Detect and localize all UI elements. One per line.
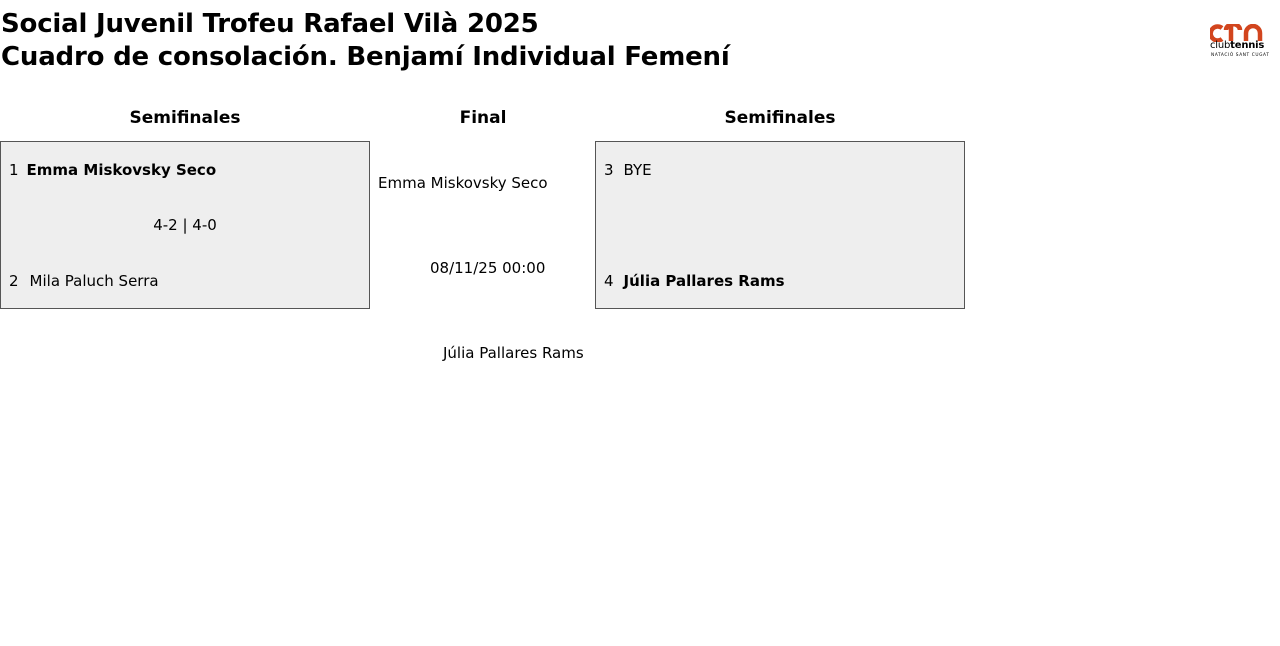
final-player-bottom[interactable]: Júlia Pallares Rams (443, 344, 584, 362)
player-seed: 4 (604, 272, 614, 290)
page-title: Social Juvenil Trofeu Rafael Vilà 2025 C… (1, 8, 730, 74)
club-logo: clubtennis NATACIÓ SANT CUGAT (1210, 24, 1270, 60)
tournament-title: Social Juvenil Trofeu Rafael Vilà 2025 (1, 9, 539, 39)
match-score: 4-2 | 4-0 (153, 216, 217, 234)
player-name: BYE (623, 161, 652, 179)
semifinal-left-player1[interactable]: 1 Emma Miskovsky Seco (9, 161, 216, 179)
final-player-top[interactable]: Emma Miskovsky Seco (378, 174, 548, 192)
player-name: Mila Paluch Serra (29, 272, 159, 290)
semifinal-right-player2[interactable]: 4 Júlia Pallares Rams (604, 272, 785, 290)
semifinal-right-match[interactable]: 3 BYE 4 Júlia Pallares Rams (595, 141, 965, 309)
player-name: Júlia Pallares Rams (623, 272, 785, 290)
draw-title: Cuadro de consolación. Benjamí Individua… (1, 42, 730, 72)
ctn-logo-icon (1210, 24, 1263, 42)
final-datetime: 08/11/25 00:00 (430, 259, 546, 277)
column-title-right-semifinals: Semifinales (724, 108, 836, 128)
logo-subtitle: NATACIÓ SANT CUGAT (1211, 53, 1270, 58)
semifinal-left-match[interactable]: 1 Emma Miskovsky Seco 4-2 | 4-0 2 Mila Pal… (0, 141, 370, 309)
player-seed: 3 (604, 161, 614, 179)
player-seed: 1 (9, 161, 19, 179)
semifinal-right-player1[interactable]: 3 BYE (604, 161, 652, 179)
column-title-left-semifinals: Semifinales (129, 108, 241, 128)
column-title-final: Final (459, 108, 507, 128)
player-seed: 2 (9, 272, 19, 290)
logo-wordmark: clubtennis (1210, 40, 1265, 51)
semifinal-left-player2[interactable]: 2 Mila Paluch Serra (9, 272, 159, 290)
player-name: Emma Miskovsky Seco (26, 161, 217, 179)
